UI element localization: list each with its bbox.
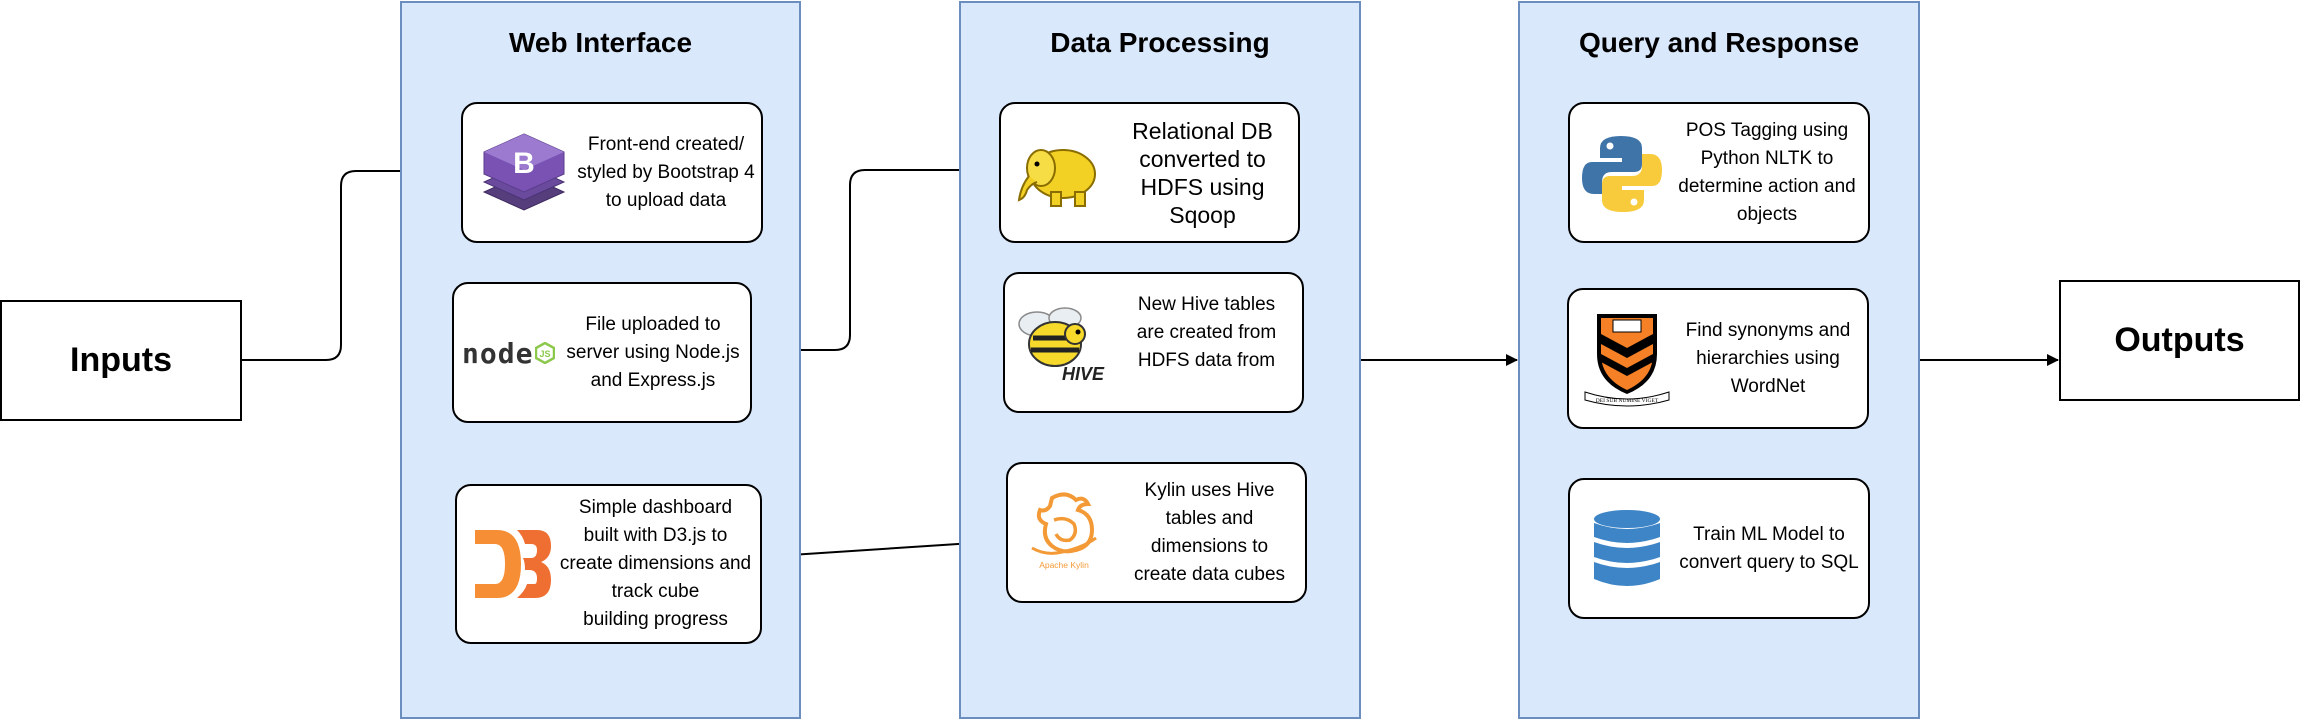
hive-step-text: New Hive tables are created from HDFS da… [1136, 294, 1277, 371]
kylin-step: Apache Kylin Kylin uses Hive tables and … [1006, 462, 1307, 603]
arrow-node-to-sqoop [749, 164, 1017, 351]
node-upload-step-text: File uploaded to server using Node.js an… [566, 313, 740, 391]
princeton-motto: DEI SUB NUMINE VIGET [1596, 398, 1659, 404]
sqoop-step: Relational DB converted to HDFS using Sq… [999, 102, 1300, 243]
lane-query-response: Query and Response POS Tagging using Pyt… [1518, 1, 1920, 719]
svg-text:B: B [513, 147, 535, 180]
database-icon [1594, 510, 1660, 586]
hadoop-elephant-icon [1017, 149, 1096, 207]
sqoop-step-text: Relational DB converted to HDFS using Sq… [1132, 117, 1273, 228]
lane-title-web-interface: Web Interface [508, 27, 693, 58]
bootstrap-icon: B [482, 133, 566, 211]
outputs-box: Outputs [2059, 280, 2300, 401]
nodejs-icon: node JS [462, 336, 556, 370]
apache-kylin-icon: Apache Kylin [1031, 492, 1097, 570]
d3-icon [475, 530, 551, 598]
outputs-label: Outputs [2114, 321, 2245, 359]
hive-bee-icon: HIVE [1018, 307, 1105, 384]
nltk-step: POS Tagging using Python NLTK to determi… [1568, 102, 1870, 243]
princeton-shield-icon: DEI SUB NUMINE VIGET [1584, 314, 1670, 407]
inputs-label: Inputs [70, 341, 172, 379]
wordnet-step: DEI SUB NUMINE VIGET Find synonyms and h… [1567, 288, 1869, 429]
svg-text:JS: JS [540, 349, 551, 359]
kylin-step-text: Kylin uses Hive tables and dimensions to… [1133, 479, 1286, 585]
ml-model-step-text: Train ML Model to convert query to SQL [1679, 523, 1859, 573]
python-icon [1582, 136, 1662, 212]
d3-dashboard-step: Simple dashboard built with D3.js to cre… [455, 484, 762, 644]
lane-title-data-processing: Data Processing [1050, 27, 1270, 58]
inputs-box: Inputs [0, 300, 242, 421]
nodejs-wordmark: node [462, 336, 534, 370]
lane-web-interface: Web Interface B Front-end created/ style… [400, 1, 801, 719]
hive-wordmark: HIVE [1062, 364, 1105, 384]
wordnet-step-text: Find synonyms and hierarchies using Word… [1685, 319, 1851, 397]
d3-dashboard-step-text: Simple dashboard built with D3.js to cre… [559, 497, 752, 630]
lane-data-processing: Data Processing Relational DB converted … [959, 1, 1361, 719]
hive-step: HIVE New Hive tables are created from HD… [1003, 272, 1304, 413]
node-upload-step: node JS File uploaded to server using No… [452, 282, 752, 423]
nltk-step-text: POS Tagging using Python NLTK to determi… [1678, 119, 1856, 225]
lane-title-query-response: Query and Response [1578, 27, 1860, 58]
kylin-wordmark: Apache Kylin [1039, 560, 1089, 570]
arrow-inputs-to-bootstrap [241, 165, 459, 361]
bootstrap-step: B Front-end created/ styled by Bootstrap… [461, 102, 763, 243]
ml-model-step: Train ML Model to convert query to SQL [1568, 478, 1870, 619]
bootstrap-step-text: Front-end created/ styled by Bootstrap 4… [577, 133, 755, 211]
